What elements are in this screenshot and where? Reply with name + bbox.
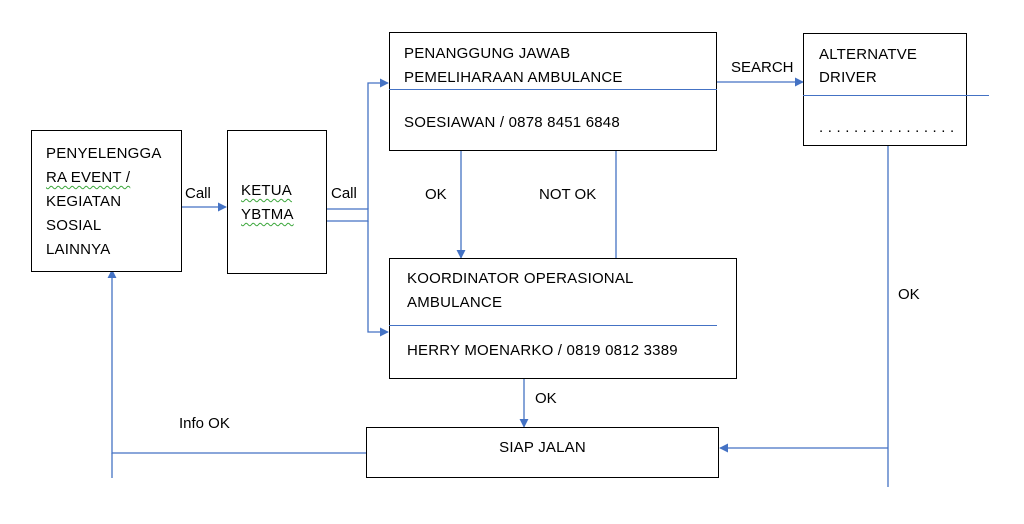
penyelenggara-line-1: PENYELENGGA [46, 145, 162, 162]
node-siap-jalan: SIAP JALAN [366, 427, 719, 478]
alternative-title-1: ALTERNATVE [819, 46, 918, 63]
node-alternative-driver: ALTERNATVE DRIVER . . . . . . . . . . . … [803, 33, 967, 146]
node-penanggung-jawab: PENANGGUNG JAWAB PEMELIHARAAN AMBULANCE … [389, 32, 717, 151]
edge-label-not-ok: NOT OK [539, 186, 597, 203]
ketua-line-2: YBTMA [241, 203, 294, 227]
node-ketua: KETUA YBTMA [227, 130, 327, 274]
alternative-contact: . . . . . . . . . . . . . . . . [819, 119, 955, 136]
koordinator-title-1: KOORDINATOR OPERASIONAL [407, 270, 634, 287]
edge-label-ok-down: OK [425, 186, 447, 203]
penanggung-contact: SOESIAWAN / 0878 8451 6848 [404, 114, 620, 131]
edge-info-ok [107, 269, 371, 454]
penyelenggara-line-5: LAINNYA [46, 241, 111, 258]
node-koordinator: KOORDINATOR OPERASIONAL AMBULANCE HERRY … [389, 258, 737, 379]
ketua-line-1-text: KETUA [241, 182, 293, 199]
edge-call-ketua-bus [326, 208, 369, 222]
alternative-divider [803, 95, 989, 97]
alternative-title-2: DRIVER [819, 69, 877, 86]
penyelenggara-line-4: SOSIAL [46, 217, 102, 234]
ketua-line-1: KETUA [241, 179, 292, 203]
penyelenggara-line-2-text: RA EVENT / [46, 169, 131, 186]
penyelenggara-line-2: RA EVENT / [46, 166, 130, 190]
node-penyelenggara: PENYELENGGA RA EVENT / KEGIATAN SOSIAL L… [31, 130, 182, 272]
koordinator-title-2: AMBULANCE [407, 294, 503, 311]
penanggung-title-2: PEMELIHARAAN AMBULANCE [404, 69, 623, 86]
edge-label-search: SEARCH [731, 59, 794, 76]
edge-bus-penanggung [367, 78, 389, 209]
penanggung-title-1: PENANGGUNG JAWAB [404, 45, 571, 62]
edge-label-ok-alternative: OK [898, 286, 920, 303]
penyelenggara-line-3: KEGIATAN [46, 193, 122, 210]
edge-label-call-1: Call [185, 185, 211, 202]
ketua-line-2-text: YBTMA [241, 206, 294, 223]
edge-label-info-ok: Info OK [179, 415, 230, 432]
koordinator-divider [389, 325, 717, 327]
edge-label-call-2: Call [331, 185, 357, 202]
koordinator-contact: HERRY MOENARKO / 0819 0812 3389 [407, 342, 678, 359]
edge-bus-koordinator [367, 221, 389, 337]
edge-label-ok-koordinator: OK [535, 390, 557, 407]
siap-jalan-label: SIAP JALAN [499, 439, 586, 456]
penanggung-divider [389, 89, 717, 91]
